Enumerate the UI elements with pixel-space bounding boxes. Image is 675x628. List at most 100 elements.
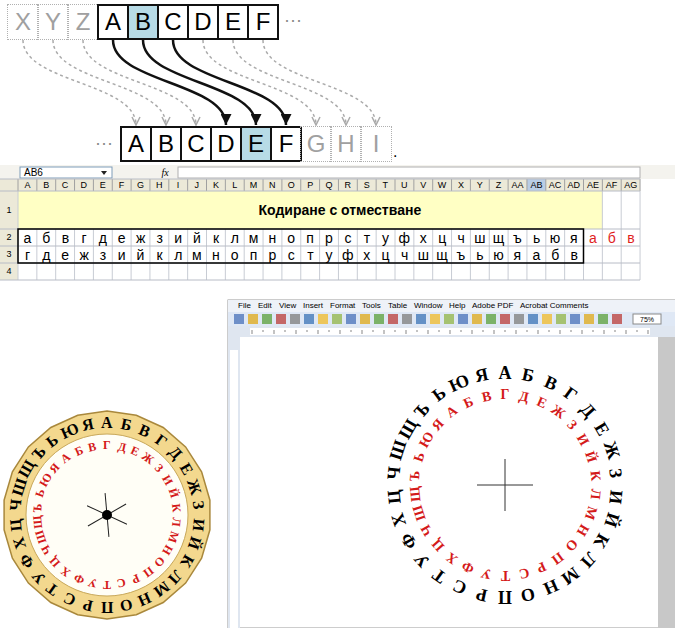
formula-box xyxy=(178,167,640,178)
letter-box: A xyxy=(120,126,152,162)
column-header: H xyxy=(156,181,163,190)
table-cell: в xyxy=(571,248,578,262)
grid-line xyxy=(395,179,396,191)
table-cell: с xyxy=(344,231,351,245)
window-ground xyxy=(228,300,675,628)
ruler-tick xyxy=(560,330,561,334)
grid-line xyxy=(376,179,377,191)
table-cell: я xyxy=(514,248,522,262)
wheel-letter: Щ xyxy=(31,515,44,529)
wheel-letter: Ч xyxy=(7,499,24,512)
menu-item: Tools xyxy=(362,302,381,310)
table-cell: б xyxy=(42,231,50,245)
ruler-tick xyxy=(340,330,341,334)
letter-box: H xyxy=(330,126,362,162)
grid-line xyxy=(432,229,433,280)
pivot-line xyxy=(87,506,127,525)
wheel-inner-disc xyxy=(26,434,188,596)
wheel-letter: К xyxy=(587,470,602,482)
column-header: M xyxy=(250,181,258,190)
ellipsis: . xyxy=(393,144,397,160)
wheel-letter: И xyxy=(190,518,207,532)
letter: B xyxy=(135,10,151,34)
toolbar-icon xyxy=(458,314,468,324)
wheel-letter: С xyxy=(517,565,530,581)
shift-arrow xyxy=(23,40,136,125)
ruler-tick xyxy=(318,330,319,334)
column-header: X xyxy=(458,181,464,190)
letter: Y xyxy=(45,10,61,34)
letter: Z xyxy=(76,10,91,34)
table-cell: х xyxy=(420,231,427,245)
wheel-letter: Щ xyxy=(408,486,424,503)
toolbar-icon xyxy=(402,314,412,324)
grid-line xyxy=(168,179,169,191)
ellipsis: ··· xyxy=(95,134,113,152)
table-cell: е xyxy=(118,231,126,245)
wheel-letter: Г xyxy=(103,439,111,451)
column-header: N xyxy=(269,181,276,190)
grid-line xyxy=(338,229,339,280)
table-cell: й xyxy=(193,231,201,245)
ruler-tick xyxy=(351,330,352,332)
letter-box: G xyxy=(300,126,332,162)
grid-line xyxy=(0,280,640,281)
letter: C xyxy=(187,132,204,156)
word-window xyxy=(228,300,675,628)
row-header-bar xyxy=(0,191,18,280)
table-cell: ж xyxy=(136,231,145,245)
grid-line xyxy=(376,229,377,280)
ruler-tick xyxy=(472,330,473,334)
shift-arrow xyxy=(203,40,316,125)
ruler-tick xyxy=(615,330,616,332)
toolbar-icon xyxy=(514,314,524,324)
table-cell: ю xyxy=(550,231,561,245)
column-header: AF xyxy=(606,181,618,190)
grid-line xyxy=(0,191,640,192)
grid-line xyxy=(319,179,320,191)
wheel-letter: А xyxy=(101,415,113,431)
grid-line xyxy=(357,179,358,191)
toolbar-icon xyxy=(430,314,440,324)
ruler-tick xyxy=(461,330,462,332)
toolbar-icon xyxy=(332,314,342,324)
ruler-tick xyxy=(373,330,374,332)
column-header: S xyxy=(364,181,370,190)
ruler-tick xyxy=(329,330,330,332)
wheel-letter: Д xyxy=(116,440,127,453)
grid-line xyxy=(545,179,546,191)
grid-line xyxy=(357,229,358,280)
grid-line xyxy=(263,179,264,191)
wheel-letter: П xyxy=(101,599,113,615)
ruler-tick xyxy=(571,330,572,332)
wheel-letter: И xyxy=(607,489,626,505)
letter: C xyxy=(164,10,181,34)
table-cell: я xyxy=(570,231,578,245)
menu-item: Help xyxy=(449,302,465,310)
table-cell: д xyxy=(42,248,50,262)
grid-line xyxy=(0,246,640,247)
menu-item: File xyxy=(238,302,251,310)
ruler-tick xyxy=(505,330,506,332)
wheel-letter: Ъ xyxy=(408,470,423,482)
column-header: Z xyxy=(496,181,502,190)
shift-arrow xyxy=(263,40,376,125)
grid-line xyxy=(168,229,169,280)
toolbar-icon xyxy=(528,314,538,324)
grid-line xyxy=(244,229,245,280)
table-cell: у xyxy=(382,231,389,245)
grid-line xyxy=(281,179,282,191)
table-cell: ь xyxy=(476,248,483,262)
table-cell: б xyxy=(608,231,616,245)
formula-icon: fx xyxy=(162,168,169,178)
column-header: AA xyxy=(512,181,524,190)
letter-box: X xyxy=(7,4,39,40)
letter: D xyxy=(217,132,234,156)
toolbar-icon xyxy=(500,314,510,324)
dropdown-arrow xyxy=(101,171,107,175)
ruler-tick xyxy=(307,330,308,332)
ruler-tick xyxy=(648,330,649,334)
table-cell: х xyxy=(363,248,370,262)
wheel-pivot xyxy=(102,510,112,520)
